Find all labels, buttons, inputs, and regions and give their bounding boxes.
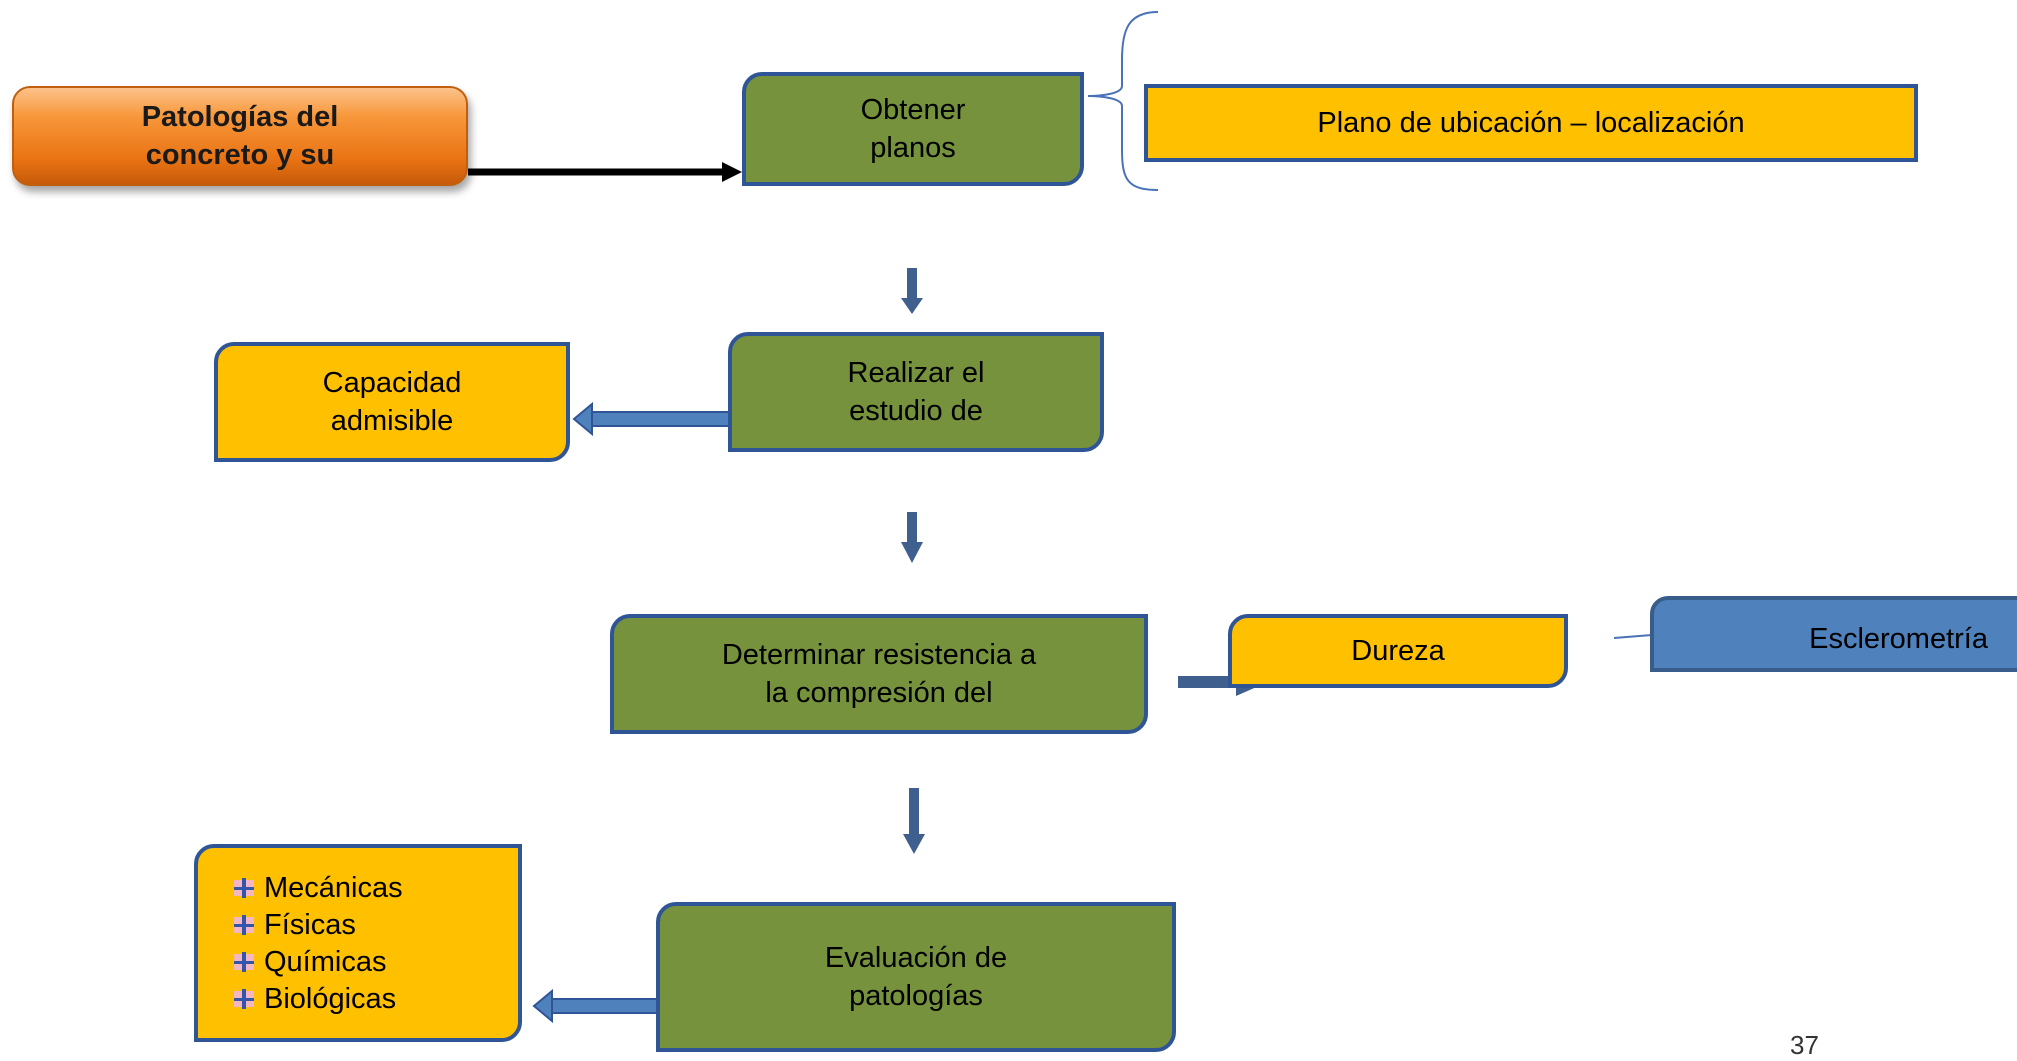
start-node-label: Patologías del concreto y su [141, 101, 339, 171]
patologia-item-biologicas: Biológicas [232, 980, 396, 1017]
plus-bullet-icon [234, 988, 254, 1009]
plano-ubicacion-label: Plano de ubicación – localización [1317, 107, 1745, 139]
step-determinar-resistencia: Determinar resistencia a la compresión d… [610, 614, 1148, 734]
step-obtener-planos: Obtener planos [742, 72, 1084, 186]
patologia-label: Biológicas [264, 982, 397, 1015]
capacidad-admisible-box: Capacidad admisible [214, 342, 570, 462]
left-arrow-patologias [532, 988, 663, 1024]
step-realizar-estudio: Realizar el estudio de [728, 332, 1104, 452]
brace-connector [1087, 11, 1159, 191]
patologia-item-mecanicas: Mecánicas [232, 869, 403, 906]
page-number: 37 [1790, 1030, 1819, 1060]
step-evaluacion-patologias: Evaluación de patologías [656, 902, 1176, 1052]
down-arrow-1 [901, 268, 923, 314]
down-arrow-2 [901, 512, 923, 563]
patologia-item-fisicas: Físicas [232, 906, 356, 943]
patologias-list-box: Mecánicas Físicas Químicas Biológicas [194, 844, 522, 1042]
down-arrow-3 [903, 788, 925, 854]
step-determinar-resistencia-label: Determinar resistencia a la compresión d… [721, 639, 1037, 709]
dureza-box: Dureza [1228, 614, 1568, 688]
start-to-obtener-arrow [468, 162, 742, 182]
plano-ubicacion-box: Plano de ubicación – localización [1144, 84, 1918, 162]
patologia-label: Físicas [264, 908, 356, 941]
patologia-label: Mecánicas [264, 871, 403, 904]
plus-bullet-icon [234, 877, 254, 898]
capacidad-admisible-label: Capacidad admisible [322, 367, 462, 437]
step-evaluacion-patologias-label: Evaluación de patologías [824, 942, 1008, 1012]
plus-bullet-icon [234, 914, 254, 935]
esclerometria-box: Esclerometría [1650, 596, 2017, 672]
dureza-label: Dureza [1351, 635, 1445, 667]
step-realizar-estudio-label: Realizar el estudio de [847, 357, 985, 427]
step-obtener-planos-label: Obtener planos [860, 94, 966, 164]
esclerometria-label: Esclerometría [1809, 623, 1988, 655]
left-arrow-capacidad [572, 401, 733, 437]
patologia-item-quimicas: Químicas [232, 943, 386, 980]
plus-bullet-icon [234, 951, 254, 972]
patologia-label: Químicas [264, 945, 387, 978]
start-node: Patologías del concreto y su [12, 86, 468, 186]
